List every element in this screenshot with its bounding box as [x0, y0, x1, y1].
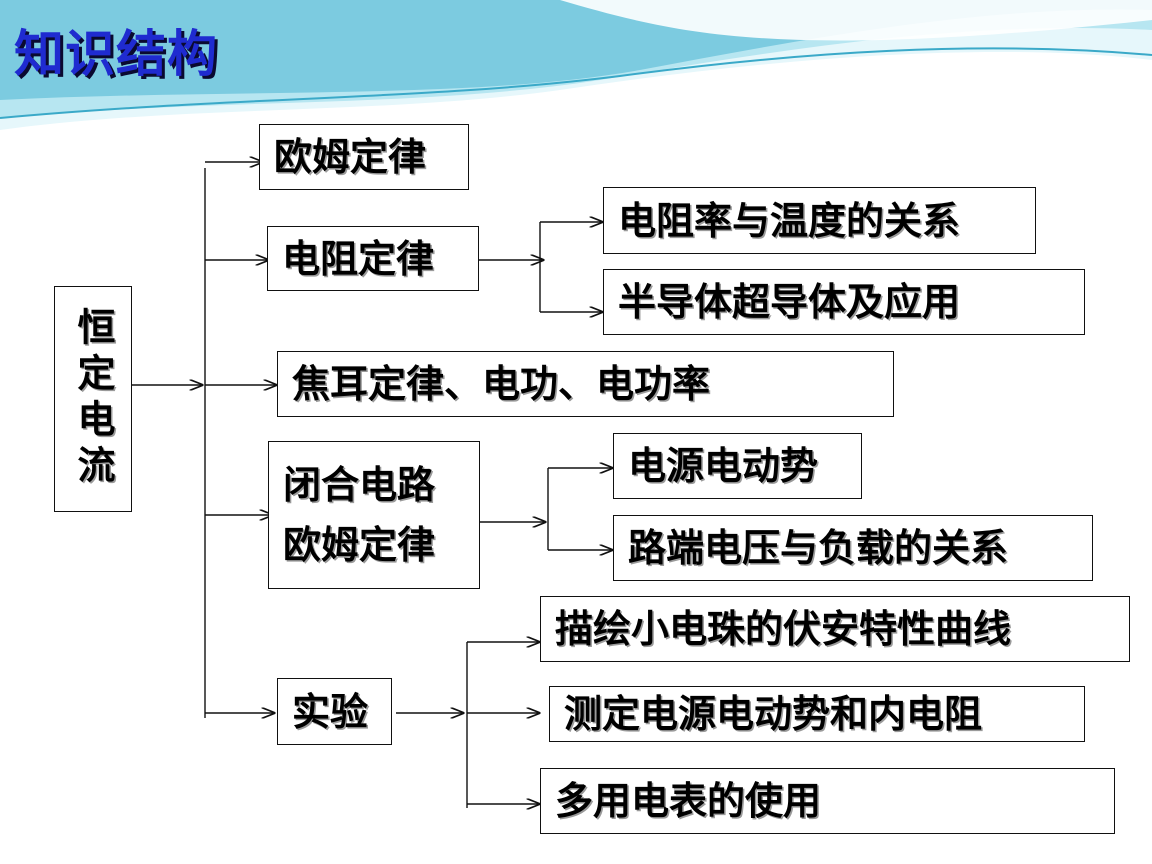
node-emf: 电源电动势: [613, 433, 862, 499]
closed-circuit-line-1: 闭合电路: [283, 463, 436, 507]
node-multimeter-usage: 多用电表的使用: [540, 768, 1115, 834]
closed-circuit-line-2: 欧姆定律: [283, 523, 436, 567]
node-terminal-voltage-load: 路端电压与负载的关系: [613, 515, 1093, 581]
slide-title: 知识结构: [14, 25, 218, 83]
node-bulb-iv-curve: 描绘小电珠的伏安特性曲线: [540, 596, 1130, 662]
node-closed-circuit-ohm-law: 闭合电路 欧姆定律: [268, 441, 480, 589]
node-resistance-law: 电阻定律: [267, 226, 479, 291]
node-semiconductor-superconductor: 半导体超导体及应用: [603, 269, 1085, 335]
node-joule-law: 焦耳定律、电功、电功率: [277, 351, 894, 417]
node-resistivity-temperature: 电阻率与温度的关系: [603, 187, 1036, 254]
root-box-constant-current: 恒定电流: [54, 286, 132, 512]
node-ohm-law: 欧姆定律: [259, 124, 469, 190]
node-experiments: 实验: [277, 678, 392, 745]
node-measure-emf-internal-resistance: 测定电源电动势和内电阻: [549, 686, 1085, 742]
